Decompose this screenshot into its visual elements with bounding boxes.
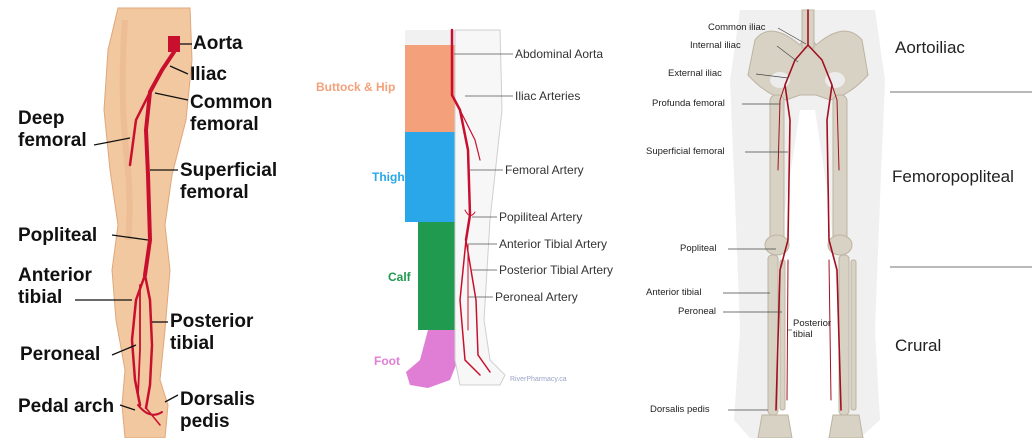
label-peroneal: Peroneal [20, 344, 100, 366]
label-superficial-femoral: Superficial femoral [180, 160, 277, 204]
segment-top [405, 30, 455, 45]
label-abdominal-aorta: Abdominal Aorta [515, 47, 603, 61]
skeletal-leg-panel: Common iliac Internal iliac External ili… [630, 0, 1035, 438]
leg-illustration [0, 0, 300, 438]
label-anterior-tibial: Anterior tibial [18, 265, 92, 309]
label-superficial-femoral: Superficial femoral [646, 146, 725, 157]
segment-foot [406, 330, 458, 388]
label-posterior-tibial: Posterior tibial [793, 318, 831, 340]
label-iliac-arteries: Iliac Arteries [515, 89, 580, 103]
segmented-leg-panel: Buttock & Hip Thigh Calf Foot Abdominal … [300, 0, 630, 438]
label-common-femoral: Common femoral [190, 92, 272, 136]
segment-label-foot: Foot [374, 354, 400, 368]
label-posterior-tibial-artery: Posterior Tibial Artery [499, 263, 613, 277]
label-dorsalis-pedis: Dorsalis pedis [180, 389, 255, 433]
label-dorsalis-pedis: Dorsalis pedis [650, 404, 710, 415]
skeleton-illustration [630, 0, 1035, 438]
label-deep-femoral: Deep femoral [18, 108, 87, 152]
label-anterior-tibial-artery: Anterior Tibial Artery [499, 237, 607, 251]
segment-buttock-hip [405, 45, 455, 132]
label-anterior-tibial: Anterior tibial [646, 287, 701, 298]
leg-arteries-panel: Aorta Iliac Common femoral Deep femoral … [0, 0, 300, 438]
region-femoropopliteal: Femoropopliteal [892, 167, 1014, 187]
region-crural: Crural [895, 336, 941, 356]
label-iliac: Iliac [190, 64, 227, 86]
region-aortoiliac: Aortoiliac [895, 38, 965, 58]
label-pedal-arch: Pedal arch [18, 396, 114, 418]
segment-label-buttock-hip: Buttock & Hip [316, 80, 395, 94]
segment-calf [418, 222, 455, 330]
label-posterior-tibial: Posterior tibial [170, 311, 253, 355]
aorta-vessel [168, 36, 180, 52]
label-aorta: Aorta [193, 33, 243, 55]
label-external-iliac: External iliac [668, 68, 722, 79]
label-internal-iliac: Internal iliac [690, 40, 741, 51]
label-popliteal-artery: Popiliteal Artery [499, 210, 582, 224]
label-profunda-femoral: Profunda femoral [652, 98, 725, 109]
label-common-iliac: Common iliac [708, 22, 766, 33]
label-femoral-artery: Femoral Artery [505, 163, 584, 177]
femur-right [833, 95, 847, 245]
segment-label-calf: Calf [388, 270, 411, 284]
segment-label-thigh: Thigh [372, 170, 405, 184]
femur-left [770, 95, 784, 245]
watermark: RiverPharmacy.ca [510, 376, 567, 383]
segment-thigh [405, 132, 455, 222]
label-peroneal: Peroneal [678, 306, 716, 317]
label-peroneal-artery: Peroneal Artery [495, 290, 578, 304]
label-popliteal: Popliteal [680, 243, 716, 254]
label-popliteal: Popliteal [18, 225, 97, 247]
